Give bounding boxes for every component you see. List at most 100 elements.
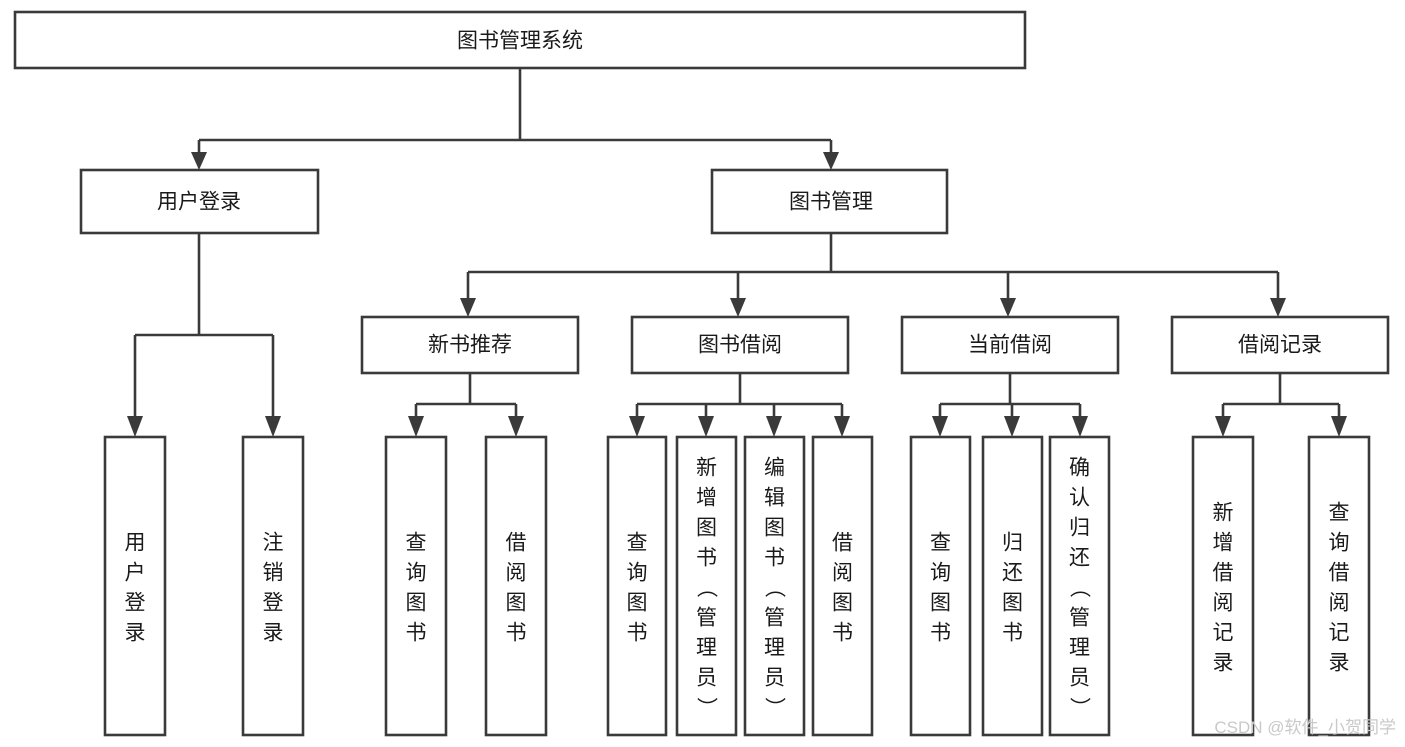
arrow-head-book-management bbox=[823, 152, 839, 170]
node-book-borrow[interactable]: 图书借阅 bbox=[630, 315, 850, 375]
node-root-box[interactable] bbox=[13, 10, 1027, 70]
leaf-label-char: 录 bbox=[1213, 651, 1234, 674]
arrow-head-leaf-query-book-recommend bbox=[408, 416, 424, 437]
leaf-label-char: ） bbox=[695, 697, 718, 718]
leaf-label-char: 借 bbox=[832, 531, 853, 554]
leaf-label-char: 图 bbox=[406, 591, 427, 614]
leaf-label-char: 书 bbox=[930, 621, 951, 644]
leaf-label-char: （ bbox=[695, 577, 718, 598]
leaf-box-return-book[interactable] bbox=[981, 435, 1044, 737]
arrow-head-leaf-add-book-admin bbox=[698, 416, 714, 437]
leaf-box-query-book-current[interactable] bbox=[909, 435, 972, 737]
leaf-label-char: 书 bbox=[627, 621, 648, 644]
node-layer: 图书管理系统 用户登录 图书管理 新书推荐 图书借阅 当前 bbox=[13, 10, 1390, 737]
csdn-watermark: CSDN @软件_小贺同学 bbox=[1214, 718, 1396, 737]
leaf-label-char: 查 bbox=[406, 531, 427, 554]
arrow-head-leaf-query-book-current bbox=[932, 416, 948, 437]
leaf-label-char: （ bbox=[763, 577, 786, 598]
arrow-head-leaf-confirm-return-admin bbox=[1072, 416, 1088, 437]
leaf-label-char: ） bbox=[763, 697, 786, 718]
leaf-label-char: 登 bbox=[125, 591, 146, 614]
node-new-book-recommend-box[interactable] bbox=[360, 315, 580, 375]
node-current-borrow[interactable]: 当前借阅 bbox=[900, 315, 1120, 375]
arrow-head-leaf-user-logout bbox=[265, 416, 281, 437]
leaf-label-char: 询 bbox=[930, 561, 951, 584]
leaf-box-query-book-borrow[interactable] bbox=[606, 435, 668, 737]
leaf-label-char: 理 bbox=[1069, 636, 1090, 659]
leaf-label-char: 查 bbox=[930, 531, 951, 554]
node-borrow-record-label: 借阅记录 bbox=[1238, 334, 1322, 357]
node-root[interactable]: 图书管理系统 bbox=[13, 10, 1027, 70]
leaf-label-char: 新 bbox=[696, 456, 717, 479]
arrow-head-leaf-add-borrow-record bbox=[1215, 416, 1231, 437]
leaf-box-query-book-recommend[interactable] bbox=[384, 435, 448, 737]
leaf-label-char: 借 bbox=[1213, 561, 1234, 584]
node-borrow-record-box[interactable] bbox=[1170, 315, 1390, 375]
node-current-borrow-label: 当前借阅 bbox=[968, 334, 1052, 357]
leaf-label-char: 编 bbox=[764, 456, 785, 479]
arrow-head-leaf-return-book bbox=[1004, 416, 1020, 437]
leaf-box-borrow-book-recommend[interactable] bbox=[484, 435, 548, 737]
leaf-label-char: 录 bbox=[263, 621, 284, 644]
leaf-label-leaf-user-login: 用户登录 bbox=[125, 531, 146, 644]
leaf-label-char: 确 bbox=[1069, 456, 1090, 479]
node-book-borrow-label: 图书借阅 bbox=[698, 334, 782, 357]
node-root-label: 图书管理系统 bbox=[457, 30, 583, 53]
leaf-label-char: 记 bbox=[1213, 621, 1234, 644]
leaf-label-char: 员 bbox=[764, 666, 785, 689]
leaf-label-char: 阅 bbox=[832, 561, 853, 584]
node-book-management-label: 图书管理 bbox=[789, 191, 873, 214]
node-book-management-box[interactable] bbox=[710, 168, 949, 235]
leaf-label-char: 理 bbox=[696, 636, 717, 659]
leaf-box-query-borrow-record[interactable] bbox=[1307, 435, 1371, 737]
leaf-label-char: 图 bbox=[930, 591, 951, 614]
node-book-borrow-box[interactable] bbox=[630, 315, 850, 375]
leaf-label-char: 员 bbox=[696, 666, 717, 689]
leaf-label-char: 书 bbox=[1002, 621, 1023, 644]
node-user-login-box[interactable] bbox=[79, 168, 320, 235]
leaf-label-char: 录 bbox=[125, 621, 146, 644]
leaf-label-char: 用 bbox=[125, 531, 146, 554]
leaf-box-borrow-book[interactable] bbox=[811, 435, 874, 737]
arrow-head-new-book-recommend bbox=[460, 298, 476, 317]
node-current-borrow-box[interactable] bbox=[900, 315, 1120, 375]
leaf-box-confirm-return-admin[interactable] bbox=[1048, 435, 1111, 737]
leaf-label-char: 询 bbox=[1329, 531, 1350, 554]
leaf-label-char: 图 bbox=[1002, 591, 1023, 614]
node-borrow-record[interactable]: 借阅记录 bbox=[1170, 315, 1390, 375]
leaf-box-user-logout[interactable] bbox=[241, 435, 305, 737]
leaf-label-char: 还 bbox=[1069, 546, 1090, 569]
leaf-label-char: 查 bbox=[627, 531, 648, 554]
leaf-label-char: 书 bbox=[506, 621, 527, 644]
node-new-book-recommend[interactable]: 新书推荐 bbox=[360, 315, 580, 375]
node-new-book-recommend-label: 新书推荐 bbox=[428, 334, 512, 357]
leaf-label-char: 图 bbox=[627, 591, 648, 614]
leaf-label-char: 认 bbox=[1069, 486, 1090, 509]
leaf-label-char: 阅 bbox=[506, 561, 527, 584]
leaf-box-edit-book-admin[interactable] bbox=[743, 435, 806, 737]
leaf-box-user-login[interactable] bbox=[103, 435, 167, 737]
arrow-head-user-login bbox=[191, 152, 207, 170]
leaf-box-add-book-admin[interactable] bbox=[675, 435, 738, 737]
node-user-login[interactable]: 用户登录 bbox=[79, 168, 320, 235]
leaf-label-char: 图 bbox=[506, 591, 527, 614]
leaf-label-char: 登 bbox=[263, 591, 284, 614]
leaf-label-char: 图 bbox=[696, 516, 717, 539]
leaf-label-char: 书 bbox=[696, 546, 717, 569]
leaf-label-char: 销 bbox=[263, 561, 284, 584]
node-book-management[interactable]: 图书管理 bbox=[710, 168, 949, 235]
leaf-box-add-borrow-record[interactable] bbox=[1191, 435, 1255, 737]
arrow-head-leaf-borrow-book-recommend bbox=[508, 416, 524, 437]
leaf-label-char: 图 bbox=[764, 516, 785, 539]
leaf-label-char: （ bbox=[1068, 577, 1091, 598]
arrow-head-leaf-user-login bbox=[127, 416, 143, 437]
leaf-label-char: 管 bbox=[1069, 606, 1090, 629]
leaf-label-char: 增 bbox=[1213, 531, 1234, 554]
